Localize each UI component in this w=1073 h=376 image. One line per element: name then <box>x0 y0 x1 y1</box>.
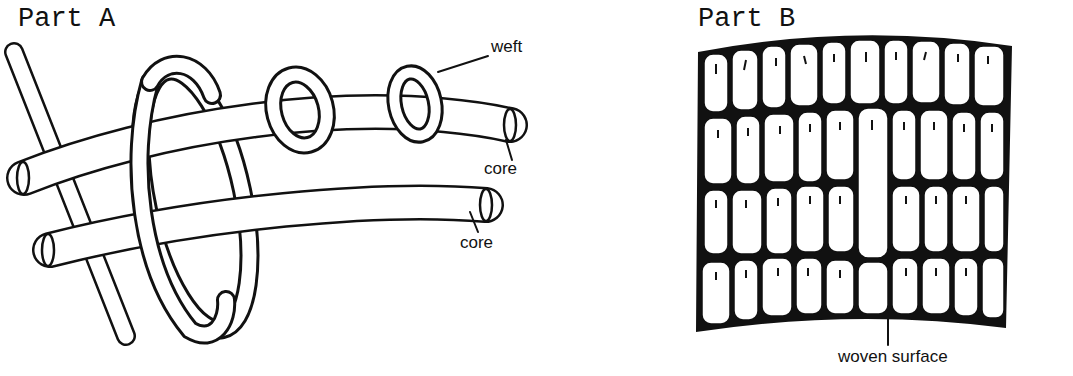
part-name: Part A <box>18 6 115 33</box>
lower-core <box>50 203 486 250</box>
part-name: Part B <box>698 6 795 33</box>
callout-label: weft <box>491 38 522 55</box>
leader-line <box>887 315 889 345</box>
weft-coil-fill <box>266 68 335 151</box>
core-end <box>480 189 492 221</box>
leader-line <box>438 56 488 72</box>
weft-ring-front <box>139 82 226 335</box>
lower-core-fill <box>50 203 486 250</box>
core-end <box>17 162 29 194</box>
callout-label: woven surface <box>838 348 948 365</box>
weft-coil <box>266 68 335 151</box>
core-end <box>42 234 54 266</box>
weft-ring-top <box>150 65 212 95</box>
leader-line <box>506 140 512 160</box>
core-end <box>504 109 516 141</box>
callout-label: core <box>460 234 493 251</box>
weft-ring-front-fill <box>139 82 226 335</box>
weft-coil <box>389 69 441 140</box>
woven-surface <box>696 35 1012 332</box>
callout-label: core <box>484 160 517 177</box>
weft-ring-top-fill <box>150 65 212 95</box>
leader-line <box>470 212 478 232</box>
weft-coil-fill <box>389 69 441 140</box>
